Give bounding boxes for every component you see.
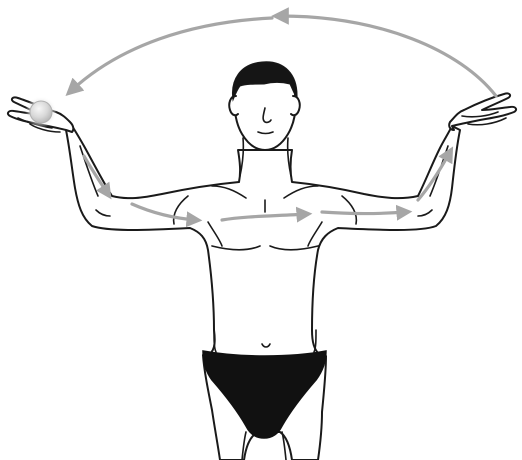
arrow-icon [322,212,406,214]
human-figure [8,62,516,460]
hip-right [314,330,316,352]
arrow-arc-icon [280,16,496,96]
ball [25,96,57,128]
ball-icon [30,101,52,123]
